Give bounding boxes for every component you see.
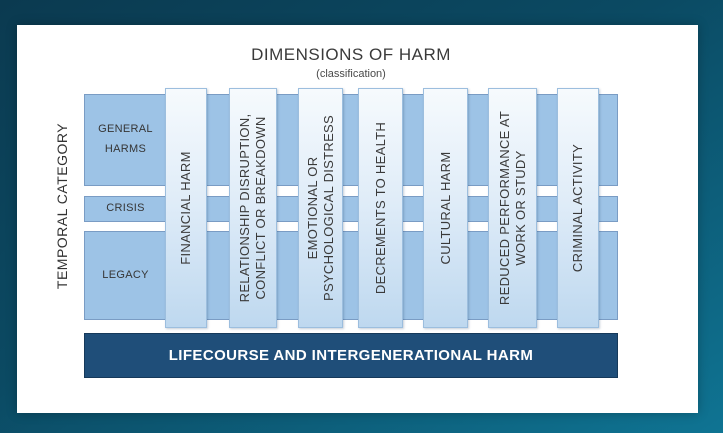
- lifecourse-bar: LIFECOURSE AND INTERGENERATIONAL HARM: [84, 333, 618, 378]
- column-emotional-or-psychological-distress: EMOTIONAL OR PSYCHOLOGICAL DISTRESS: [298, 88, 343, 328]
- column-label: REDUCED PERFORMANCE AT WORK OR STUDY: [496, 110, 528, 306]
- column-label: CULTURAL HARM: [437, 151, 453, 265]
- column-label: RELATIONSHIP DISRUPTION, CONFLICT OR BRE…: [236, 113, 268, 303]
- row-label: CRISIS: [106, 202, 145, 215]
- column-label: CRIMINAL ACTIVITY: [569, 143, 585, 273]
- column-label: FINANCIAL HARM: [177, 151, 193, 265]
- column-financial-harm: FINANCIAL HARM: [165, 88, 207, 328]
- column-cultural-harm: CULTURAL HARM: [423, 88, 468, 328]
- column-relationship-disruption-conflict-or-breakdown: RELATIONSHIP DISRUPTION, CONFLICT OR BRE…: [229, 88, 277, 328]
- row-label: GENERAL HARMS: [98, 123, 153, 155]
- column-criminal-activity: CRIMINAL ACTIVITY: [557, 88, 599, 328]
- column-decrements-to-health: DECREMENTS TO HEALTH: [358, 88, 403, 328]
- row-label: LEGACY: [102, 268, 149, 281]
- lifecourse-bar-label: LIFECOURSE AND INTERGENERATIONAL HARM: [168, 347, 534, 364]
- diagram-subtitle: (classification): [316, 68, 386, 80]
- diagram-panel: DIMENSIONS OF HARM (classification) TEMP…: [17, 25, 698, 413]
- column-label: EMOTIONAL OR PSYCHOLOGICAL DISTRESS: [304, 115, 336, 301]
- column-reduced-performance-at-work-or-study: REDUCED PERFORMANCE AT WORK OR STUDY: [488, 88, 537, 328]
- harm-matrix: GENERAL HARMS CRISIS LEGACY FINANCIAL HARM R…: [17, 25, 698, 413]
- diagram-title: DIMENSIONS OF HARM: [251, 45, 451, 64]
- column-label: DECREMENTS TO HEALTH: [372, 121, 388, 295]
